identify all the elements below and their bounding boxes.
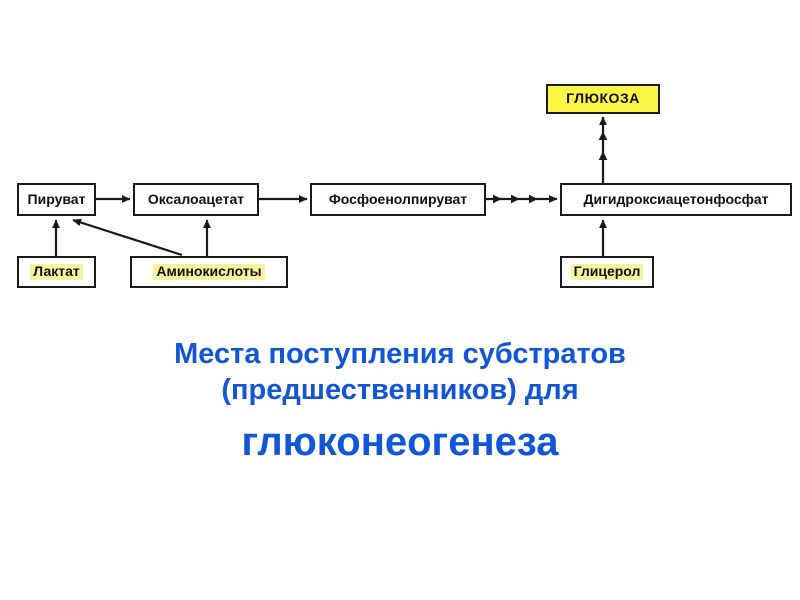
caption-line-2: (предшественников) для: [221, 374, 579, 406]
caption-line-1: Места поступления субстратов: [174, 338, 626, 370]
edge-pep-to-dhap-intermediate-arrowheads: [493, 194, 538, 204]
node-pyruvate-label: Пируват: [27, 190, 86, 207]
node-lactate: Лактат: [17, 256, 96, 288]
slide-caption: Места поступления субстратов (предшестве…: [0, 336, 800, 470]
gluconeogenesis-diagram: Пируват Оксалоацетат Фосфоенолпируват Ди…: [17, 84, 792, 288]
node-oxaloacetate-label: Оксалоацетат: [147, 190, 245, 207]
node-pyruvate: Пируват: [17, 183, 96, 216]
node-lactate-label: Лактат: [30, 263, 83, 280]
edge-dhap-to-glucose-intermediate-arrowheads: [598, 131, 608, 160]
node-oxaloacetate: Оксалоацетат: [133, 183, 259, 216]
edge-pep-to-dhap: [486, 194, 558, 204]
node-glycerol: Глицерол: [560, 256, 654, 288]
node-glucose-label: ГЛЮКОЗА: [566, 90, 640, 107]
node-amino-acids: Аминокислоты: [130, 256, 288, 288]
edge-dhap-to-glucose: [598, 116, 608, 183]
caption-line-3: глюконеогенеза: [241, 420, 559, 464]
edge-aminoacids-to-pyruvate: [72, 218, 183, 257]
node-phosphoenolpyruvate: Фосфоенолпируват: [310, 183, 486, 216]
node-dihydroxyacetone-phosphate: Дигидроксиацетонфосфат: [560, 183, 792, 216]
diagram-edges: [52, 116, 608, 257]
node-dihydroxyacetone-phosphate-label: Дигидроксиацетонфосфат: [583, 190, 769, 207]
node-amino-acids-label: Аминокислоты: [153, 263, 265, 280]
node-glycerol-label: Глицерол: [570, 263, 644, 280]
node-phosphoenolpyruvate-label: Фосфоенолпируват: [328, 190, 468, 207]
node-glucose: ГЛЮКОЗА: [546, 84, 660, 114]
